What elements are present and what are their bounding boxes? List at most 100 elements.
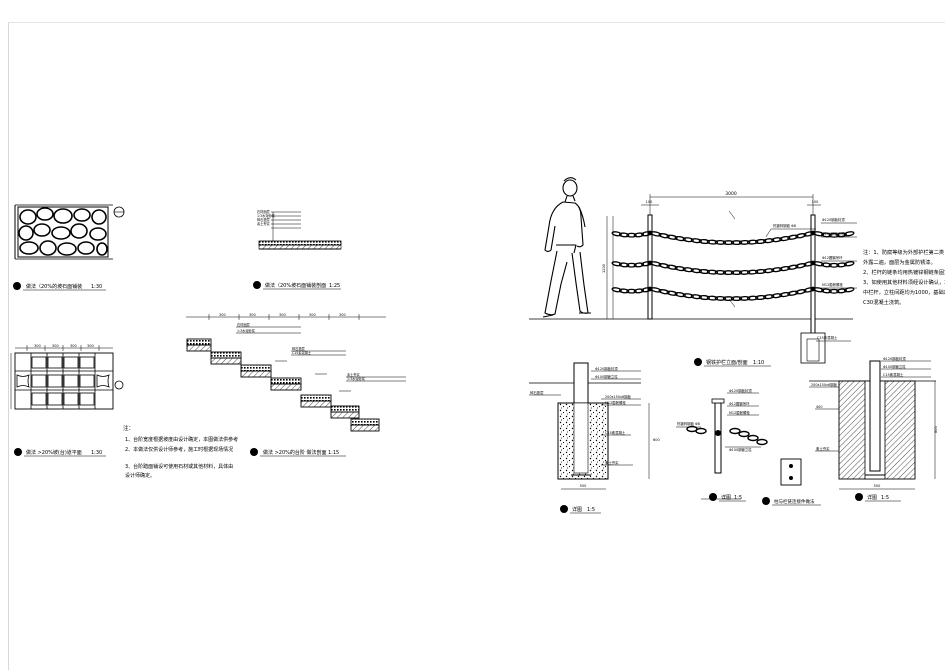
detail-3-title: 柱与栏链连接件做法 <box>774 498 815 505</box>
chain-link <box>836 288 847 294</box>
chain-link <box>787 234 799 240</box>
chain-link <box>706 239 719 245</box>
post-connection-detail: Φ120钢板封顶 Φ12圆钢吊环 M12膨胀螺栓 热镀锌钢链 Φ8 Φ100钢管… <box>676 388 821 506</box>
chain-link <box>738 295 751 301</box>
chain-link <box>698 239 710 244</box>
conn-bolt: M12膨胀螺栓 <box>729 410 750 415</box>
chain-link <box>666 234 678 240</box>
bubble-9: 8 <box>857 495 860 501</box>
chain-link <box>611 231 622 237</box>
chain-link <box>674 266 686 272</box>
chain-link <box>611 261 622 267</box>
footing2-cap: Φ120钢板封顶 <box>883 356 906 361</box>
fence-total-dim: 3000 <box>725 191 737 197</box>
notes-right-1: 外露二遍，面层为金属防锈漆。 <box>863 258 936 266</box>
chain-link <box>714 239 727 245</box>
chain-link <box>795 263 807 269</box>
chain-link <box>698 269 710 274</box>
footing1-post: Φ100钢管立柱 <box>595 374 618 379</box>
chain-link <box>674 236 686 242</box>
notes-left-1: 1、台阶宽度根据坡度由设计确定，本图做法供参考 <box>125 436 238 443</box>
chain-link <box>690 294 702 300</box>
chain-link <box>714 295 727 301</box>
stair-dim-4: 300 <box>309 313 316 317</box>
stone-paving-plan: 1 做法（20%的坡石面铺装 1:30 <box>13 204 125 291</box>
chain-link <box>666 264 678 270</box>
footing2-post: Φ100钢管立柱 <box>883 364 906 369</box>
chain-link <box>633 262 645 268</box>
fence-elevation-title: 钢铁护栏立面/剖面 <box>706 359 748 366</box>
chain-link <box>828 288 840 294</box>
conn-cap: Φ120钢板封顶 <box>729 388 752 393</box>
chain-link <box>666 290 678 296</box>
bubble-2: 2 <box>255 283 258 289</box>
stair-dim-3: 300 <box>279 313 286 317</box>
chain-link <box>821 288 832 294</box>
bubble-4: 4 <box>252 450 255 456</box>
detail-4-title: 详图 <box>867 494 877 501</box>
mortar-label: 1:3水泥砂浆 <box>257 213 276 218</box>
fence-post-top-dim-right: 100 <box>812 200 819 204</box>
grid-dim-3: 300 <box>70 344 77 348</box>
chain-link <box>626 232 637 238</box>
conn-ring: Φ12圆钢吊环 <box>729 401 750 406</box>
drawing-sheet: 1 做法（20%的坡石面铺装 1:30 石材面层 1:3水泥砂浆 碎石垫层 素土… <box>8 22 945 670</box>
chain-link <box>763 294 775 300</box>
stair-dim-2: 300 <box>249 313 256 317</box>
chain-link <box>795 233 807 239</box>
stair-note-3: 碎石垫层 <box>292 346 305 351</box>
footing1-bolt: M12膨胀螺栓 <box>605 400 626 405</box>
chain-link <box>611 287 622 293</box>
notes-left-0: 注： <box>123 424 134 432</box>
fence-footing-label: C15素混凝土 <box>817 335 838 340</box>
stone-plan-title: 做法（20%的坡石面铺装 <box>26 283 82 290</box>
chain-link <box>746 269 759 275</box>
stair-section: 300 300 300 300 300 <box>186 313 406 457</box>
notes-right-2: 2、栏杆的链条均用热镀锌钢链条固定 <box>863 268 945 276</box>
footing2-footing: C15素混凝土 <box>883 372 904 377</box>
notes-left-3: 3、台阶踏面铺设可使用石材或其他材料，具体由 <box>125 463 233 470</box>
fence-cap-label: Φ120钢板封顶 <box>822 217 845 222</box>
stair-section-title: 做法 >20%的台阶 做法剖面 <box>263 449 326 456</box>
chain-link <box>690 238 702 244</box>
footing1-depth: 600 <box>653 438 660 442</box>
chain-link <box>787 264 799 270</box>
chain-link <box>626 262 637 268</box>
chain-link <box>787 290 799 296</box>
chain-link <box>763 238 775 244</box>
footing2-plate: 200x150x6钢板 <box>811 382 838 387</box>
chain-link <box>779 292 791 298</box>
fence-elevation-scale: 1:10 <box>753 360 764 366</box>
notes-right-3: 3、如使用其他材料须经设计确认，本图 <box>863 278 945 286</box>
conn-chain: 热镀锌钢链 Φ8 <box>677 421 700 426</box>
fence-elevation: 3000 100 100 1200 热镀锌钢链 Φ8 Φ120钢板封顶 Φ100… <box>529 177 857 367</box>
chain-ring <box>647 230 653 236</box>
fence-ring-label: Φ12圆钢吊环 <box>822 255 843 260</box>
chain-link <box>771 293 783 299</box>
chain-link <box>836 232 847 238</box>
grid-plan-scale: 1:30 <box>91 450 102 456</box>
grid-plan-title: 做法 >20%坡(台)道平面 <box>26 449 82 456</box>
chain-link <box>674 292 686 298</box>
chain-ring <box>647 260 653 266</box>
chain-link <box>746 239 759 245</box>
footing2-depth: 800 <box>934 426 938 433</box>
bubble-8: 8 <box>764 499 767 505</box>
chain-link <box>755 239 767 244</box>
chain-link <box>738 269 751 275</box>
chain-link <box>730 240 743 246</box>
footing1-footing: C15素混凝土 <box>605 430 626 435</box>
fence-post-label: Φ100钢管立柱 <box>822 231 845 236</box>
gravel-label: 碎石垫层 <box>257 217 270 222</box>
chain-link <box>658 233 670 239</box>
stair-note-1: 石材面层 <box>237 322 250 327</box>
chain-link <box>836 262 847 268</box>
notes-right-0: 注：1、防腐等级为外部护栏第二类， <box>863 248 945 256</box>
chain-link <box>633 232 645 238</box>
chain-link <box>706 269 719 275</box>
chain-link <box>626 288 637 294</box>
chain-link <box>843 231 855 237</box>
chain-link <box>658 289 670 295</box>
chain-link <box>771 237 783 243</box>
